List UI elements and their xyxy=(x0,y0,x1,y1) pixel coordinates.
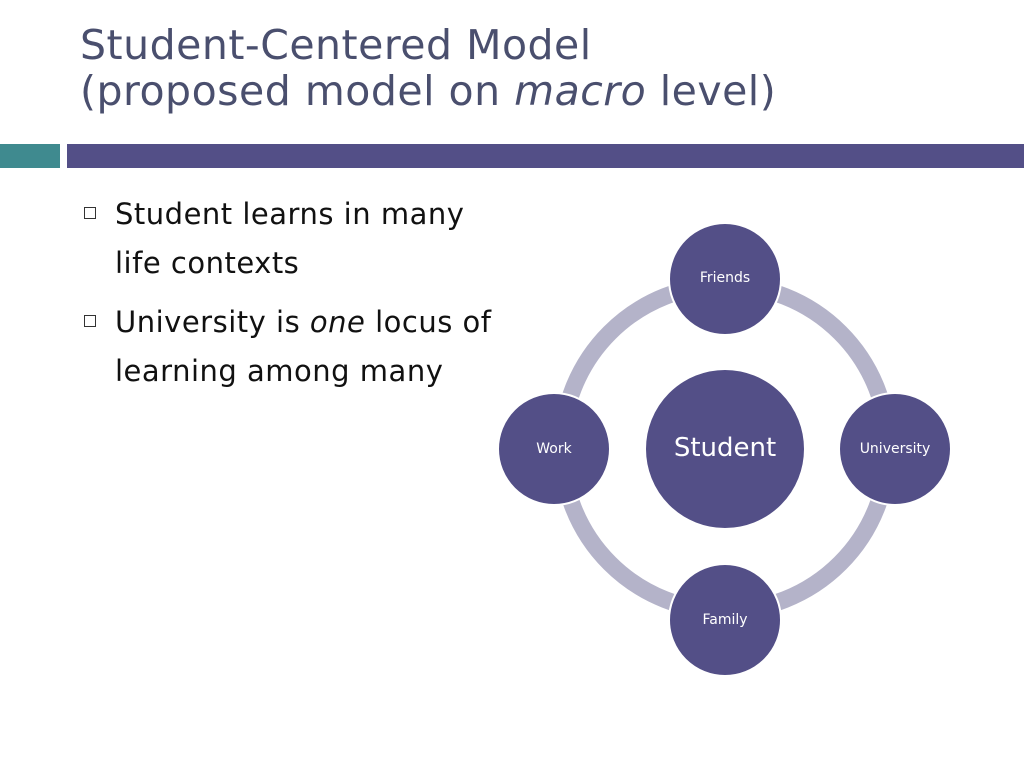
node-work-circle xyxy=(497,392,611,506)
title-line-1: Student-Centered Model xyxy=(80,21,592,69)
node-university-label: University xyxy=(860,441,931,457)
accent-bar-teal xyxy=(0,144,60,168)
node-university-circle xyxy=(838,392,952,506)
node-student-label: Student xyxy=(674,433,776,463)
node-friends-circle xyxy=(668,222,782,336)
title-emphasis: macro xyxy=(514,67,647,115)
slide-title: Student-Centered Model (proposed model o… xyxy=(80,22,776,114)
bullet-text: Student learns in many life contexts xyxy=(115,197,465,280)
bullet-emphasis: one xyxy=(309,305,366,339)
node-work: Work xyxy=(497,392,611,506)
title-line-2-end: level) xyxy=(646,67,777,115)
square-bullet-icon xyxy=(84,315,96,327)
bullet-text-end: locus of learning among many xyxy=(115,305,492,388)
bullet-item: University is one locus of learning amon… xyxy=(82,298,502,396)
bullet-text-start: University is xyxy=(115,305,310,339)
node-student-circle xyxy=(644,368,806,530)
bullet-item: Student learns in many life contexts xyxy=(82,190,502,288)
bullet-list: Student learns in many life contexts Uni… xyxy=(82,190,502,406)
square-bullet-icon xyxy=(84,207,96,219)
node-friends: Friends xyxy=(668,222,782,336)
title-line-2: (proposed model on macro level) xyxy=(80,68,776,114)
node-friends-label: Friends xyxy=(700,270,750,286)
node-student-center: Student xyxy=(644,368,806,530)
node-family-label: Family xyxy=(702,612,747,628)
node-work-label: Work xyxy=(536,441,572,457)
accent-bar-purple xyxy=(67,144,1024,168)
title-line-2-start: (proposed model on xyxy=(80,67,515,115)
node-university: University xyxy=(838,392,952,506)
node-family: Family xyxy=(668,563,782,677)
node-family-circle xyxy=(668,563,782,677)
